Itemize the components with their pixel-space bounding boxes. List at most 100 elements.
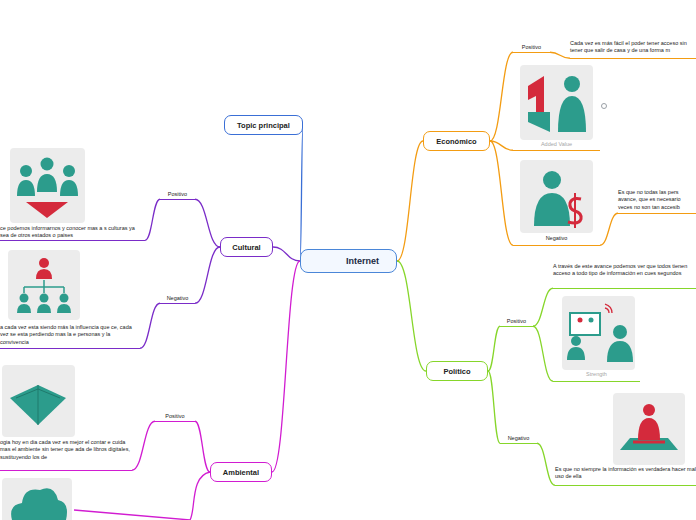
board <box>570 313 600 335</box>
node-text: Positivo <box>155 413 195 420</box>
main-topic: Cultural <box>220 237 273 257</box>
org-lines <box>24 280 64 293</box>
leaf-text: Es que no todas las pers avance, que es … <box>618 189 696 214</box>
icon-bg <box>2 478 72 520</box>
leaf-text: Es que no siempre la información es verd… <box>555 466 696 486</box>
person-head <box>63 165 75 177</box>
node-text: Positivo <box>513 44 550 51</box>
node-text: Positivo <box>500 318 533 325</box>
node-text: a cada vez esta siendo más la influencia… <box>0 324 140 346</box>
person-body <box>638 418 660 440</box>
branch-connector <box>490 52 513 141</box>
branch-connector <box>537 443 555 485</box>
person-head <box>613 325 627 339</box>
subtopic-label: Negativo <box>160 295 195 304</box>
icon-bg <box>10 148 85 223</box>
node-text: Es que no siempre la información es verd… <box>555 466 696 481</box>
node-text: A través de este avance podemos ver que … <box>553 263 696 278</box>
node-text: Topic principal <box>237 121 290 130</box>
red-screen <box>528 76 544 112</box>
branch-connector <box>145 199 160 240</box>
google-icon <box>602 104 607 109</box>
branch-connector <box>533 288 553 326</box>
node-text: Internet <box>346 256 379 266</box>
node-text: Es que no todas las pers avance, que es … <box>618 189 696 211</box>
branch-connector <box>488 371 500 443</box>
person-body <box>567 347 585 360</box>
node-text: Positivo <box>160 191 195 198</box>
cloud-shape <box>11 488 67 520</box>
person-head <box>20 294 29 303</box>
hierarchy-icon <box>8 250 80 320</box>
person-head <box>60 294 69 303</box>
node-text: Negativo <box>160 295 195 302</box>
person-body <box>37 174 57 192</box>
person-body <box>37 304 51 313</box>
person-head <box>39 258 49 268</box>
icon-bg <box>613 393 685 465</box>
subtopic-label: Negativo <box>513 235 600 246</box>
person-body <box>17 304 31 313</box>
main-topic: Económico <box>423 131 490 151</box>
person-body <box>17 180 35 196</box>
node-text: ogia hoy en dia cada vez es mejor el con… <box>0 439 132 461</box>
board-person <box>578 318 583 323</box>
person-body <box>558 96 586 132</box>
person-head <box>40 294 49 303</box>
cloud-icon <box>2 478 72 520</box>
money-icon <box>520 160 593 233</box>
icon-bg <box>8 250 80 320</box>
branch-connector <box>195 199 220 247</box>
node-text: Negativo <box>513 235 600 242</box>
leaf-text: ogia hoy en dia cada vez es mejor el con… <box>0 439 132 471</box>
crossed-legs <box>633 441 665 444</box>
signal-waves <box>605 304 612 313</box>
branch-line <box>190 472 210 520</box>
main-topic: Topic principal <box>224 115 303 135</box>
person-body <box>36 269 52 279</box>
meditation-icon <box>613 393 685 465</box>
subtopic-label: Negativo <box>500 435 537 444</box>
book-icon <box>2 365 75 437</box>
node-text: Added Value <box>513 141 600 148</box>
node-text: Ambiental <box>223 468 259 477</box>
image-caption: Strength <box>553 371 640 382</box>
branch-connector <box>273 247 300 261</box>
subtopic-label: Positivo <box>513 44 550 53</box>
dollar-bar <box>574 193 576 228</box>
node-text: Cultural <box>232 243 260 252</box>
person-head <box>20 165 32 177</box>
subtopic-label: Positivo <box>160 191 195 200</box>
culture-icon <box>10 148 85 223</box>
red-arrow <box>26 202 68 218</box>
branch-connector <box>533 326 553 381</box>
branch-connector <box>132 421 155 470</box>
strength-icon <box>562 296 635 370</box>
google-mark <box>602 104 607 109</box>
branch-connector <box>488 326 500 371</box>
leaf-text: A través de este avance podemos ver que … <box>553 263 696 289</box>
branch-connector <box>195 421 210 472</box>
person-head <box>571 336 581 346</box>
subtopic-label: Positivo <box>500 318 533 327</box>
branch-connector <box>600 213 618 245</box>
branch-connector <box>397 141 423 261</box>
person-body <box>607 341 633 362</box>
person-body <box>60 180 78 196</box>
node-text: Cada vez es más fácil el poder tener acc… <box>570 40 696 55</box>
node-text: Económico <box>436 137 476 146</box>
icon-bg <box>520 160 593 233</box>
icon-bg <box>2 365 75 437</box>
node-text: Strength <box>553 371 640 378</box>
image-caption: Added Value <box>513 141 600 151</box>
node-text: Negativo <box>500 435 537 442</box>
leaf-text: Cada vez es más fácil el poder tener acc… <box>570 40 696 59</box>
central-topic: Internet <box>300 249 397 273</box>
leaf-text: ce podemos informarnos y conocer mas a s… <box>0 225 145 241</box>
person-head <box>564 76 580 92</box>
branch-connector <box>272 261 300 472</box>
icon-bg <box>562 296 635 370</box>
subtopic-label: Positivo <box>155 413 195 422</box>
book-pages <box>16 385 60 425</box>
